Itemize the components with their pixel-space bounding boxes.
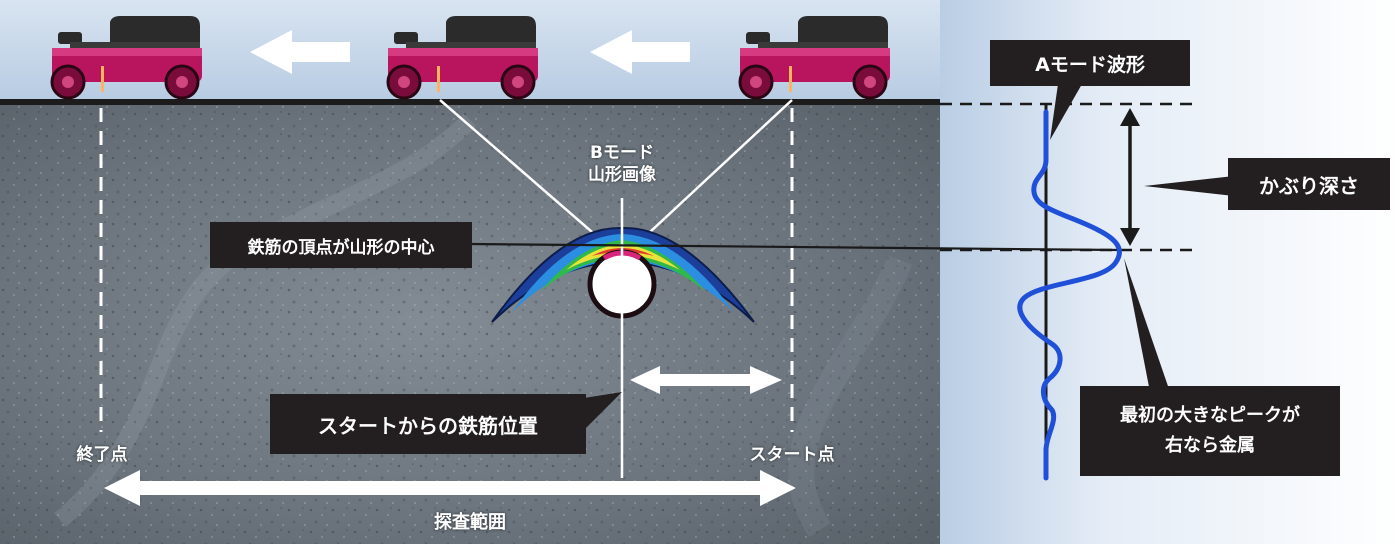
end-point-label: 終了点 (76, 445, 128, 465)
beam-line-left (439, 99, 623, 259)
b-mode-title-line1: Bモード (590, 143, 654, 163)
metal-peak-label-line2: 右なら金属 (1165, 435, 1255, 456)
radar-device-end (50, 16, 202, 100)
b-mode-title: Bモード 山形画像 (562, 142, 682, 186)
scan-range-arrow (104, 470, 796, 506)
concrete-texture (0, 104, 940, 544)
rebar-apex-callout: 鉄筋の頂点が山形の中心 (210, 222, 472, 268)
radar-device-middle (386, 16, 538, 100)
travel-direction-arrow-left (250, 30, 350, 74)
radar-device-start (738, 16, 890, 100)
concrete-surface (0, 99, 940, 105)
cover-depth-callout-pointer (1144, 176, 1234, 196)
rebar-position-callout: スタートからの鉄筋位置 (270, 394, 586, 454)
a-mode-waveform (1017, 109, 1122, 481)
cover-depth-label: かぶり深さ (1259, 173, 1359, 198)
a-mode-waveform-label: Aモード波形 (1035, 53, 1145, 76)
rebar-position-label: スタートからの鉄筋位置 (318, 413, 538, 438)
cover-depth-arrow-top (1120, 108, 1140, 126)
travel-direction-arrow-right (590, 30, 690, 74)
a-mode-callout-pointer (1050, 70, 1090, 140)
rebar-position-callout-pointer (584, 392, 622, 430)
b-mode-title-line2: 山形画像 (588, 165, 656, 185)
scan-range-label: 探査範囲 (434, 512, 506, 533)
metal-peak-callout: 最初の大きなピークが 右なら金属 (1080, 386, 1340, 476)
start-point-label: スタート点 (749, 445, 835, 465)
metal-peak-label-line1: 最初の大きなピークが (1120, 405, 1300, 426)
rebar-apex-label: 鉄筋の頂点が山形の中心 (247, 237, 435, 258)
rebar-distance-arrow (630, 366, 782, 394)
cover-depth-callout: かぶり深さ (1228, 158, 1390, 210)
a-mode-waveform-callout: Aモード波形 (990, 40, 1190, 86)
metal-callout-pointer (1124, 258, 1170, 392)
cover-depth-arrow-bottom (1120, 228, 1140, 246)
